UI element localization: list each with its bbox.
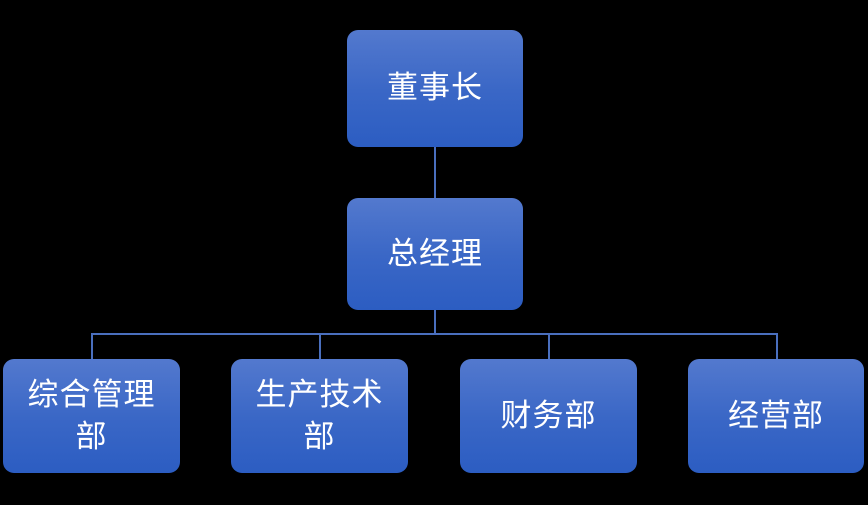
connector-chairman-to-gm — [434, 147, 436, 198]
node-dept-production-tech-label: 生产技术 部 — [255, 376, 384, 455]
connector-bus-to-dept-operations — [776, 333, 778, 359]
node-chairman[interactable]: 董事长 — [347, 30, 523, 147]
node-dept-finance-label: 财务部 — [500, 397, 597, 434]
connector-gm-to-bus — [434, 310, 436, 335]
node-dept-operations-label: 经营部 — [728, 397, 824, 434]
node-general-manager-label: 总经理 — [387, 235, 483, 272]
node-dept-production-tech[interactable]: 生产技术 部 — [231, 359, 408, 473]
connector-bus-line — [91, 333, 778, 335]
connector-bus-to-dept-general-admin — [91, 333, 93, 359]
node-dept-general-admin[interactable]: 综合管理 部 — [3, 359, 180, 473]
connector-bus-to-dept-production-tech — [319, 333, 321, 359]
connector-bus-to-dept-finance — [548, 333, 550, 359]
node-chairman-label: 董事长 — [387, 70, 483, 107]
node-dept-operations[interactable]: 经营部 — [688, 359, 864, 473]
node-dept-general-admin-label: 综合管理 部 — [27, 376, 156, 455]
node-dept-finance[interactable]: 财务部 — [460, 359, 637, 473]
node-general-manager[interactable]: 总经理 — [347, 198, 523, 310]
